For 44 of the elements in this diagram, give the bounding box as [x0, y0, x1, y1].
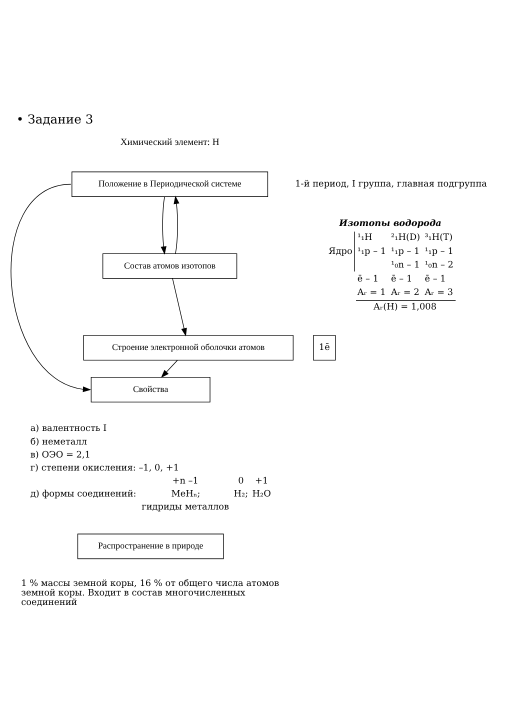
- label: ē – 1: [424, 274, 446, 284]
- label: 1-й период, I группа, главная подгруппа: [295, 179, 487, 190]
- label: ¹₁p – 1: [357, 246, 386, 256]
- label: ē – 1: [391, 274, 412, 284]
- label: ²₁H(D): [391, 232, 420, 243]
- label: ¹₁H: [357, 232, 372, 243]
- label: ē – 1: [357, 274, 378, 284]
- label: Изотопы водорода: [339, 218, 442, 228]
- label: +1: [255, 476, 268, 486]
- node-box: Строение электронной оболочки атомов: [83, 334, 294, 360]
- label: +n –1: [172, 476, 198, 486]
- arrow: [160, 196, 166, 254]
- label: H₂;: [234, 488, 248, 499]
- node-box: Распространение в природе: [77, 533, 224, 559]
- label: ¹₀n – 1: [391, 260, 420, 270]
- node-box: Состав атомов изотопов: [102, 252, 238, 278]
- label: Ядро: [328, 246, 352, 256]
- label: гидриды металлов: [142, 502, 230, 512]
- label: Aᵣ = 3: [424, 288, 454, 298]
- label: г) степени окисления: –1, 0, +1: [30, 462, 180, 473]
- arrow: [11, 183, 92, 392]
- label: H₂O: [252, 488, 271, 499]
- label: ³₁H(T): [424, 232, 453, 243]
- label: 1 % массы земной коры, 16 % от общего числа атомов земной коры. Входит в состав многочисленных соединений: [21, 578, 280, 608]
- label: ¹₁p – 1: [424, 246, 454, 256]
- diagram-title: • Задание 3: [16, 112, 94, 126]
- label: Химический элемент: H: [120, 136, 220, 148]
- label: б) неметалл: [30, 436, 88, 447]
- arrow: [172, 278, 187, 336]
- label: Aᵣ(H) = 1,008: [374, 302, 437, 312]
- arrow: [160, 359, 178, 378]
- label: д) формы соединений:: [30, 488, 136, 499]
- label: Aᵣ = 1: [357, 288, 386, 298]
- node-box: Положение в Периодической системе: [72, 171, 268, 196]
- label: ¹₁p – 1: [391, 246, 420, 256]
- arrow: [174, 195, 180, 254]
- label: в) ОЭО = 2,1: [30, 450, 90, 460]
- label: MeHₙ;: [171, 488, 200, 499]
- label: 0: [238, 476, 244, 486]
- label: Aᵣ = 2: [391, 288, 420, 298]
- label: а) валентность I: [30, 424, 107, 434]
- node-box: 1ē: [313, 334, 336, 360]
- node-box: Свойства: [90, 376, 210, 402]
- label: ¹₀n – 2: [424, 260, 454, 270]
